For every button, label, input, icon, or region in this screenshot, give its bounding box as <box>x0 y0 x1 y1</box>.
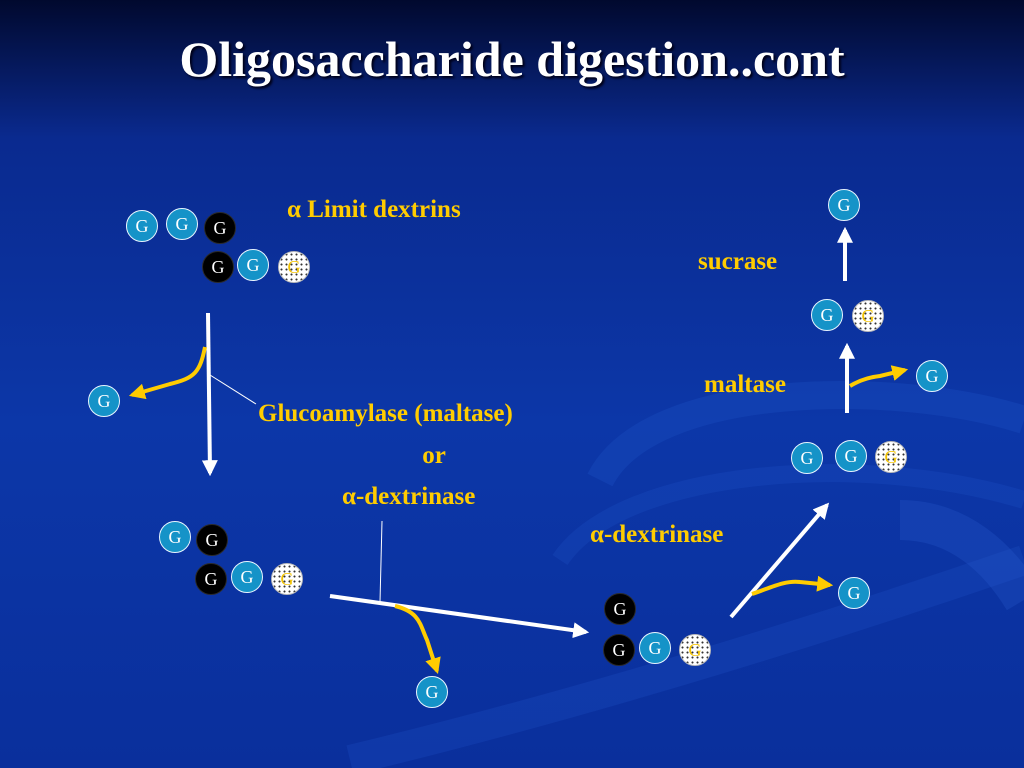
connector-line-2 <box>379 520 383 603</box>
glucose-branch-unit: G <box>202 251 234 283</box>
slide-title: Oligosaccharide digestion..cont <box>179 31 845 87</box>
or-label: or <box>422 442 446 469</box>
glucose-branch-unit: G <box>196 524 228 556</box>
release-arrow-1 <box>128 346 207 400</box>
arrow-down <box>201 312 218 477</box>
glucoamylase-label: Glucoamylase (maltase) <box>258 400 513 427</box>
glucose-reducing-end: G <box>278 251 310 283</box>
release-arrow-4 <box>848 365 909 388</box>
glucose-unit: G <box>791 442 823 474</box>
glucose-reducing-end: G <box>852 300 884 332</box>
maltase-label: maltase <box>704 371 786 398</box>
release-arrow-3 <box>751 575 834 596</box>
dextrinase-text: -dextrinase <box>355 483 476 510</box>
released-glucose: G <box>88 385 120 417</box>
arrow-right <box>329 594 590 639</box>
glucose-reducing-end: G <box>271 563 303 595</box>
glucose-unit: G <box>126 210 158 242</box>
sucrase-label: sucrase <box>698 248 778 275</box>
limit-dextrins-label: α Limit dextrins <box>287 196 461 224</box>
released-glucose: G <box>828 189 860 221</box>
alpha-symbol: α <box>342 483 356 510</box>
dextrinase-label-right: α-dextrinase <box>590 521 723 549</box>
glucose-reducing-end: G <box>875 441 907 473</box>
released-glucose: G <box>916 360 948 392</box>
glucose-branch-unit: G <box>204 212 236 244</box>
arrow-diagonal-up <box>729 502 830 619</box>
released-glucose: G <box>416 676 448 708</box>
glucose-unit: G <box>835 440 867 472</box>
glucose-reducing-end: G <box>679 634 711 666</box>
glucose-unit: G <box>237 249 269 281</box>
release-arrow-2 <box>394 604 441 675</box>
connector-line-1 <box>209 374 257 405</box>
glucose-unit: G <box>231 561 263 593</box>
glucose-unit: G <box>166 208 198 240</box>
glucose-branch-unit: G <box>604 593 636 625</box>
glucose-unit: G <box>639 632 671 664</box>
glucose-unit: G <box>811 299 843 331</box>
alpha-symbol: α <box>287 196 301 223</box>
released-glucose: G <box>838 577 870 609</box>
glucose-branch-unit: G <box>603 634 635 666</box>
glucose-branch-unit: G <box>195 563 227 595</box>
alpha-symbol: α <box>590 521 604 548</box>
glucose-unit: G <box>159 521 191 553</box>
dextrinase-text: -dextrinase <box>603 521 724 548</box>
limit-dextrins-text: Limit dextrins <box>300 196 461 223</box>
dextrinase-label-left: α-dextrinase <box>342 483 475 511</box>
